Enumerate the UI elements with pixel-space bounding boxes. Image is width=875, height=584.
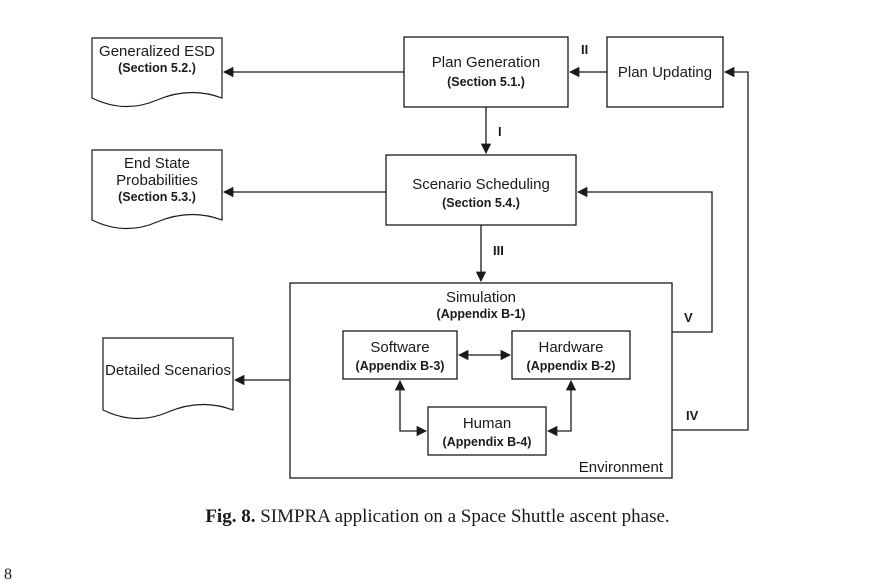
human-box: Human (Appendix B-4) xyxy=(427,406,547,456)
end-state-label-2: Probabilities xyxy=(116,172,198,189)
hardware-box: Hardware (Appendix B-2) xyxy=(511,330,631,380)
hardware-ref: (Appendix B-2) xyxy=(527,359,616,373)
arrow-software-human xyxy=(394,379,428,437)
end-state-probabilities-document: End State Probabilities (Section 5.3.) xyxy=(91,149,223,230)
plan-generation-ref: (Section 5.1.) xyxy=(447,75,525,89)
detailed-scenarios-document: Detailed Scenarios xyxy=(102,337,234,420)
end-state-ref: (Section 5.3.) xyxy=(118,190,196,204)
end-state-label-1: End State xyxy=(124,155,190,172)
flow-label-II: II xyxy=(581,42,588,57)
software-title: Software xyxy=(370,339,429,356)
human-title: Human xyxy=(463,415,511,432)
simulation-ref: (Appendix B-1) xyxy=(437,307,526,321)
scenario-scheduling-box: Scenario Scheduling (Section 5.4.) xyxy=(385,154,577,226)
scenario-scheduling-title: Scenario Scheduling xyxy=(412,176,550,193)
flow-label-V: V xyxy=(684,310,693,325)
flow-label-III: III xyxy=(493,243,504,258)
figure-caption-text: SIMPRA application on a Space Shuttle as… xyxy=(260,506,670,527)
figure-label: Fig. 8. xyxy=(205,506,256,527)
flow-label-IV: IV xyxy=(686,408,699,423)
software-ref: (Appendix B-3) xyxy=(356,359,445,373)
flow-label-I: I xyxy=(498,124,502,139)
arrow-IV xyxy=(672,66,749,431)
plan-updating-title: Plan Updating xyxy=(618,64,712,81)
arrow-hardware-human xyxy=(546,379,577,437)
simulation-title: Simulation xyxy=(446,289,516,306)
environment-label: Environment xyxy=(579,459,664,476)
human-ref: (Appendix B-4) xyxy=(443,435,532,449)
hardware-title: Hardware xyxy=(538,339,603,356)
page-number: 8 xyxy=(4,566,12,583)
software-box: Software (Appendix B-3) xyxy=(342,330,458,380)
figure-caption: Fig. 8. SIMPRA application on a Space Sh… xyxy=(0,506,875,528)
generalized-esd-ref: (Section 5.2.) xyxy=(118,61,196,75)
plan-updating-box: Plan Updating xyxy=(606,36,724,108)
scenario-scheduling-ref: (Section 5.4.) xyxy=(442,196,520,210)
detailed-scenarios-label: Detailed Scenarios xyxy=(105,362,231,379)
simpra-flow-diagram: Generalized ESD (Section 5.2.) End State… xyxy=(91,36,749,479)
generalized-esd-label: Generalized ESD xyxy=(99,43,215,60)
plan-generation-box: Plan Generation (Section 5.1.) xyxy=(403,36,569,108)
simulation-environment-box: Simulation (Appendix B-1) Environment xyxy=(289,282,673,479)
plan-generation-title: Plan Generation xyxy=(432,54,540,71)
arrow-V xyxy=(576,186,713,333)
generalized-esd-document: Generalized ESD (Section 5.2.) xyxy=(91,37,223,108)
